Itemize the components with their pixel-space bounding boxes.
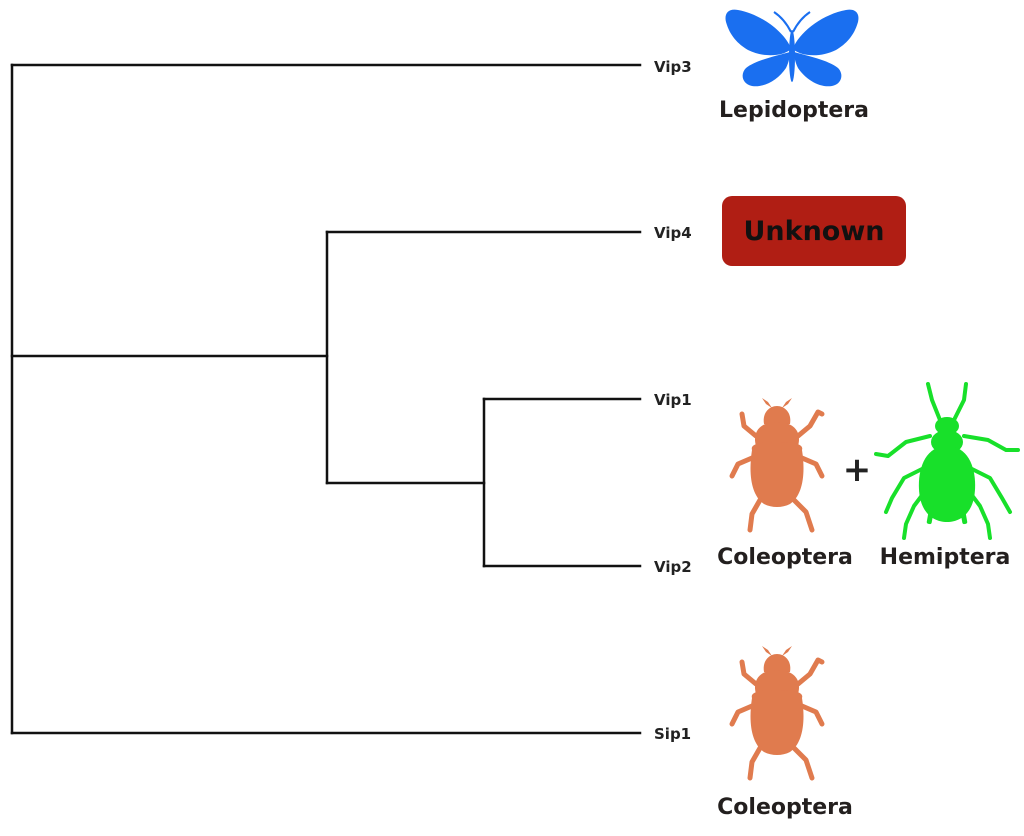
- unknown-host-badge: Unknown: [722, 196, 906, 266]
- taxon-label-coleoptera-vip1-vip2: Coleoptera: [717, 545, 853, 570]
- leaf-label-vip3: Vip3: [654, 58, 692, 76]
- leaf-label-vip1: Vip1: [654, 391, 692, 409]
- unknown-host-label: Unknown: [743, 215, 885, 247]
- taxon-label-coleoptera-sip1: Coleoptera: [717, 795, 853, 820]
- taxon-label-hemiptera: Hemiptera: [879, 545, 1011, 570]
- beetle-icon: [729, 646, 825, 781]
- taxon-label-lepidoptera: Lepidoptera: [719, 98, 869, 123]
- leaf-label-vip4: Vip4: [654, 224, 692, 242]
- butterfly-icon: [725, 9, 859, 87]
- leaf-label-vip2: Vip2: [654, 558, 692, 576]
- aphid-icon: [874, 382, 1020, 540]
- plus-sign: +: [842, 450, 872, 490]
- beetle-icon: [729, 398, 825, 533]
- leaf-label-sip1: Sip1: [654, 725, 692, 743]
